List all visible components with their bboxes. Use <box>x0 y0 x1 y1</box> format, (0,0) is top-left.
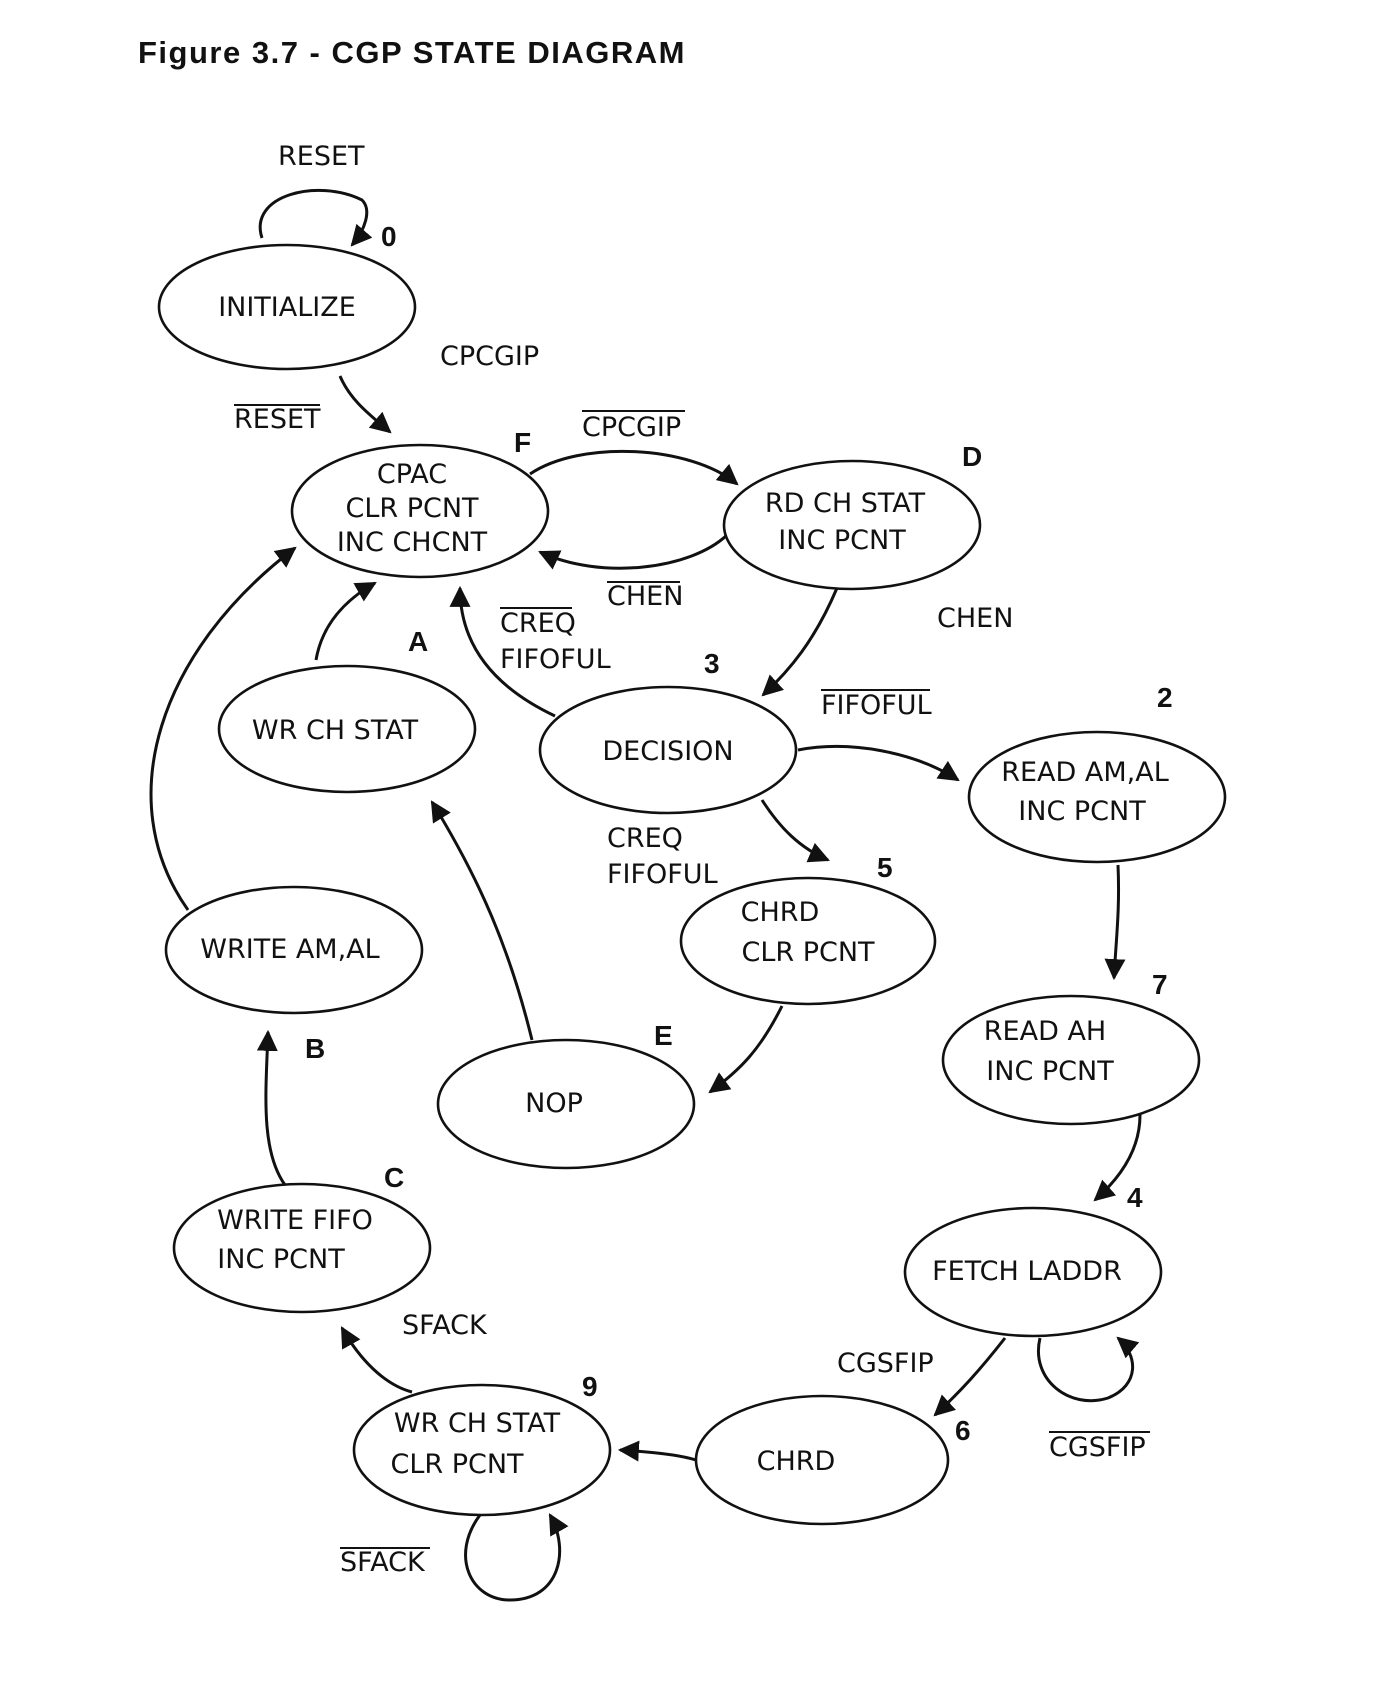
state-id-f: F <box>514 427 531 458</box>
state-writeamal-line-1: WRITE AM,AL <box>200 934 379 965</box>
state-node-cpac: CPAC CLR PCNT INC CHCNT <box>290 443 550 579</box>
state-id-3: 3 <box>704 648 720 679</box>
state-id-a: A <box>408 626 428 657</box>
edge-wrchstat9-to-writefifo <box>340 1326 413 1394</box>
state-readamal-line-2: INC PCNT <box>1018 796 1146 827</box>
state-rdchstat-line-1: RD CH STAT <box>765 488 926 519</box>
label-cgsfip: CGSFIP <box>837 1348 934 1379</box>
label-sfack-bar: SFACK <box>340 1547 426 1578</box>
edge-decision-to-cpac <box>449 585 556 718</box>
state-rdchstat-line-2: INC PCNT <box>778 525 906 556</box>
edge-fetchladdr-to-chrd6 <box>933 1337 1007 1417</box>
state-wrchstat9-line-1: WR CH STAT <box>394 1408 561 1439</box>
state-node-decision: DECISION <box>538 685 798 815</box>
state-fetchladdr-line-1: FETCH LADDR <box>932 1256 1122 1287</box>
state-id-4: 4 <box>1127 1182 1143 1213</box>
state-ids: 0 F D A 3 2 5 B E 7 C 4 9 6 <box>305 221 1173 1446</box>
label-cpcgip: CPCGIP <box>440 341 539 372</box>
edge-readah-to-fetchladdr <box>1093 1114 1142 1202</box>
state-node-chrd-6: CHRD <box>694 1394 950 1526</box>
label-chen-bar: CHEN <box>607 581 683 612</box>
state-id-2: 2 <box>1157 682 1173 713</box>
state-node-wr-ch-stat-a: WR CH STAT <box>217 664 477 794</box>
state-node-rd-ch-stat: RD CH STAT INC PCNT <box>722 459 982 591</box>
state-node-write-am-al: WRITE AM,AL <box>164 885 424 1015</box>
state-node-chrd-5: CHRD CLR PCNT <box>679 876 937 1006</box>
state-id-0: 0 <box>381 221 397 252</box>
state-cpac-line-3: INC CHCNT <box>337 527 488 558</box>
label-creq-bar: CREQ <box>500 608 576 639</box>
label-creq: CREQ <box>607 823 683 854</box>
edge-chrd5-to-nop <box>708 1005 784 1094</box>
state-cpac-line-1: CPAC <box>377 459 447 490</box>
edge-reset-self-loop <box>258 188 373 247</box>
state-node-fetch-laddr: FETCH LADDR <box>903 1206 1163 1338</box>
state-cpac-line-2: CLR PCNT <box>345 493 479 524</box>
state-node-write-fifo: WRITE FIFO INC PCNT <box>172 1182 432 1314</box>
state-decision-line-1: DECISION <box>602 736 733 767</box>
transitions <box>149 188 1142 1602</box>
transition-labels: RESET RESET CPCGIP CPCGIP CHEN CHEN CREQ… <box>234 141 1150 1578</box>
state-wrchstat9-line-2: CLR PCNT <box>390 1449 524 1480</box>
state-node-initialize: INITIALIZE <box>157 243 417 371</box>
edge-writefifo-to-writeamal <box>256 1029 287 1186</box>
edge-nop-to-wrchstat <box>430 800 534 1041</box>
state-id-7: 7 <box>1152 969 1168 1000</box>
state-chrd6-line-1: CHRD <box>757 1446 836 1477</box>
state-node-nop: NOP <box>436 1038 696 1170</box>
state-readamal-line-1: READ AM,AL <box>1001 757 1169 788</box>
edge-readamal-to-readah <box>1104 864 1126 981</box>
state-id-6: 6 <box>955 1415 971 1446</box>
edge-cpac-to-rdchstat <box>529 449 739 486</box>
state-writefifo-line-1: WRITE FIFO <box>217 1205 373 1236</box>
state-node-read-ah: READ AH INC PCNT <box>941 994 1201 1126</box>
label-cpcgip-bar: CPCGIP <box>582 412 681 443</box>
edge-cgsfip-bar-self-loop <box>1037 1336 1140 1403</box>
label-fifoful-2: FIFOFUL <box>607 859 718 890</box>
state-nop-line-1: NOP <box>525 1088 583 1119</box>
state-writefifo-line-2: INC PCNT <box>217 1244 345 1275</box>
state-id-d: D <box>962 441 982 472</box>
label-fifoful-bar: FIFOFUL <box>821 690 932 721</box>
label-sfack: SFACK <box>402 1310 488 1341</box>
state-initialize-line-1: INITIALIZE <box>218 292 356 323</box>
label-reset-bar: RESET <box>234 404 321 435</box>
state-readah-line-2: INC PCNT <box>986 1056 1114 1087</box>
state-node-wr-ch-stat-9: WR CH STAT CLR PCNT <box>352 1383 612 1517</box>
state-id-9: 9 <box>582 1371 598 1402</box>
label-cgsfip-bar: CGSFIP <box>1049 1432 1146 1463</box>
edge-wrchstat-to-cpac <box>314 581 377 661</box>
edge-decision-to-chrd5 <box>760 799 830 863</box>
state-node-read-am-al: READ AM,AL INC PCNT <box>967 730 1227 864</box>
state-wrchstat-a-line-1: WR CH STAT <box>252 715 419 746</box>
edge-decision-to-readamal <box>797 745 960 782</box>
state-readah-line-1: READ AH <box>984 1016 1106 1047</box>
state-chrd5-line-2: CLR PCNT <box>741 937 875 968</box>
edge-writeamal-to-cpac <box>149 546 297 911</box>
edge-rdchstat-to-decision <box>761 587 839 697</box>
edge-sfack-bar-self-loop <box>464 1513 569 1602</box>
state-id-5: 5 <box>877 852 893 883</box>
edge-rdchstat-to-cpac <box>538 533 729 570</box>
state-id-c: C <box>384 1162 404 1193</box>
edge-chrd6-to-wrchstat9 <box>617 1440 697 1462</box>
state-chrd5-line-1: CHRD <box>741 897 820 928</box>
label-reset: RESET <box>278 141 365 172</box>
edge-initialize-to-cpac <box>338 375 392 434</box>
figure-title: Figure 3.7 - CGP STATE DIAGRAM <box>138 35 686 70</box>
label-fifoful-1: FIFOFUL <box>500 644 611 675</box>
label-chen: CHEN <box>937 603 1013 634</box>
state-id-e: E <box>654 1020 673 1051</box>
state-id-b: B <box>305 1033 325 1064</box>
